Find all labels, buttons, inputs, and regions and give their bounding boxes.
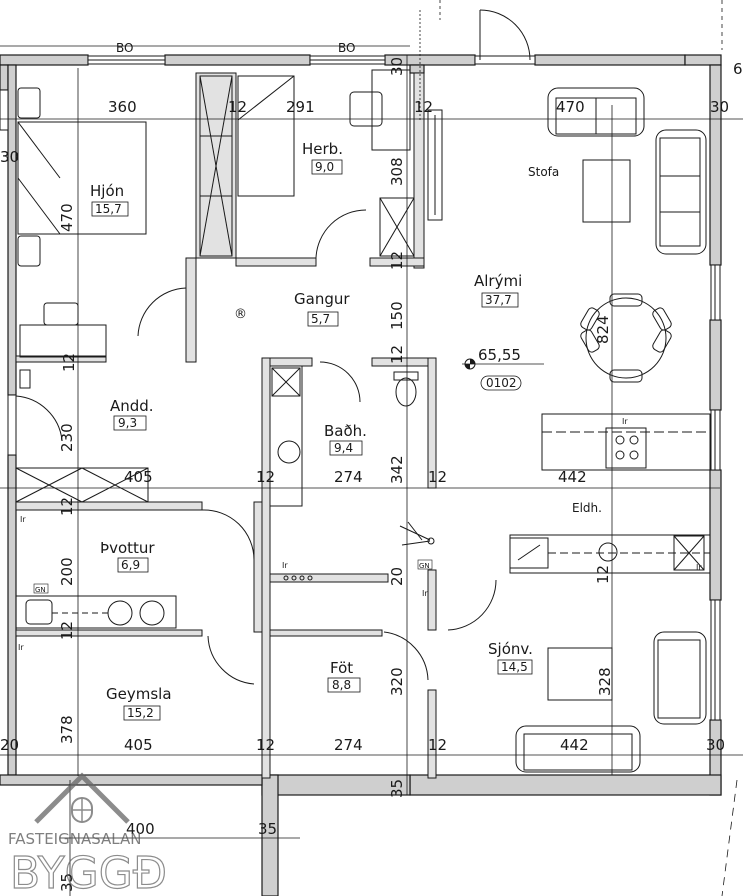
room-name-stofa: Stofa [528,165,559,179]
tag-gn-2: GN [419,562,430,570]
room-area-thvottur: 6,9 [121,558,140,572]
dim-bot-20: 20 [0,736,19,754]
dim-v-20: 20 [388,567,406,586]
dim-v-342: 342 [388,455,406,484]
dim-top-30r: 30 [710,98,729,116]
room-name-badh: Baðh. [324,422,367,440]
dim-bot-442: 442 [560,736,589,754]
tag-ir-2: Ir [18,643,24,652]
dim-top-12a: 12 [228,98,247,116]
windows [0,55,721,721]
dim-top-360: 360 [108,98,137,116]
dim-v-35a: 35 [388,779,406,798]
dim-v-30-top: 30 [388,57,406,76]
room-area-hjon: 15,7 [95,202,122,216]
dim-v-12d: 12 [58,497,76,516]
room-name-eldh: Eldh. [572,501,602,515]
dim-v-12b: 12 [388,345,406,364]
room-area-herb: 9,0 [315,160,334,174]
dim-mid-12b: 12 [428,468,447,486]
dim-bot-12a: 12 [256,736,275,754]
room-name-sjonv: Sjónv. [488,640,533,658]
dim-bo-left: BO [116,41,133,55]
room-name-geymsla: Geymsla [106,685,172,703]
dim-v-35b: 35 [58,873,76,892]
dim-bot-30: 30 [706,736,725,754]
dim-top-291: 291 [286,98,315,116]
room-name-thvottur: Þvottur [100,539,155,557]
fixture-tags: Ir Ir Ir Ir Ir Ir GN GN [18,417,702,652]
room-area-fot: 8,8 [332,678,351,692]
dim-v-230: 230 [58,423,76,452]
dim-v-308: 308 [388,157,406,186]
dimension-labels: BO BO 360 12 291 12 470 30 6 30 30 470 3… [0,41,743,892]
dim-v-12c: 12 [60,353,78,372]
dim-mid-12a: 12 [256,468,275,486]
registered-mark: ® [234,307,247,322]
dim-v-150: 150 [388,301,406,330]
room-area-andd: 9,3 [118,416,137,430]
dim-v-12a: 12 [388,251,406,270]
furniture [15,69,711,773]
room-name-andd: Andd. [110,397,154,415]
tag-ir-1: Ir [20,515,26,524]
dim-v-328: 328 [596,667,614,696]
room-labels: Hjón 15,7 Herb. 9,0 Stofa Alrými 37,7 Ga… [90,140,602,721]
room-area-badh: 9,4 [334,441,353,455]
dim-mid-442: 442 [558,468,587,486]
dim-bot-12b: 12 [428,736,447,754]
room-name-gangur: Gangur [294,290,350,308]
room-name-herb: Herb. [302,140,343,158]
dim-bo-right: BO [338,41,355,55]
dim-mid-405: 405 [124,468,153,486]
logo-line2: BYGGÐ [10,848,167,896]
dim-mid-274: 274 [334,468,363,486]
room-area-alrymi: 37,7 [485,293,512,307]
tag-ir-5: Ir [622,417,628,426]
dim-v-12f: 12 [594,565,612,584]
tag-gn-1: GN [35,586,46,594]
dim-bot-405: 405 [124,736,153,754]
room-name-fot: Föt [330,659,353,677]
room-area-gangur: 5,7 [311,312,330,326]
elevation-code: 0102 [486,376,517,390]
dim-low-35: 35 [258,820,277,838]
dim-top-470: 470 [556,98,585,116]
room-name-hjon: Hjón [90,182,124,200]
dim-v-470: 470 [58,203,76,232]
tag-ir-3: Ir [282,561,288,570]
dim-bot-274: 274 [334,736,363,754]
tag-ir-6: Ir [696,563,702,572]
dim-top-12b: 12 [414,98,433,116]
room-area-geymsla: 15,2 [127,706,154,720]
logo-line1: FASTEIGNASALAN [8,830,141,848]
dim-v-320: 320 [388,667,406,696]
logo-watermark: FASTEIGNASALAN BYGGÐ [8,772,168,896]
room-area-sjonv: 14,5 [501,660,528,674]
elevation-mark: 65,55 0102 [462,346,544,391]
dim-left-30: 30 [0,148,19,166]
dim-v-200: 200 [58,557,76,586]
single-bed [237,75,295,197]
elevation-level: 65,55 [478,346,521,364]
room-name-alrymi: Alrými [474,272,522,290]
double-bed [17,121,147,235]
dim-v-824: 824 [594,315,612,344]
dim-v-378: 378 [58,715,76,744]
doors [15,9,531,685]
tag-ir-4: Ir [422,589,428,598]
dim-low-400: 400 [126,820,155,838]
dim-v-12e: 12 [58,621,76,640]
dim-top-6: 6 [733,60,743,78]
